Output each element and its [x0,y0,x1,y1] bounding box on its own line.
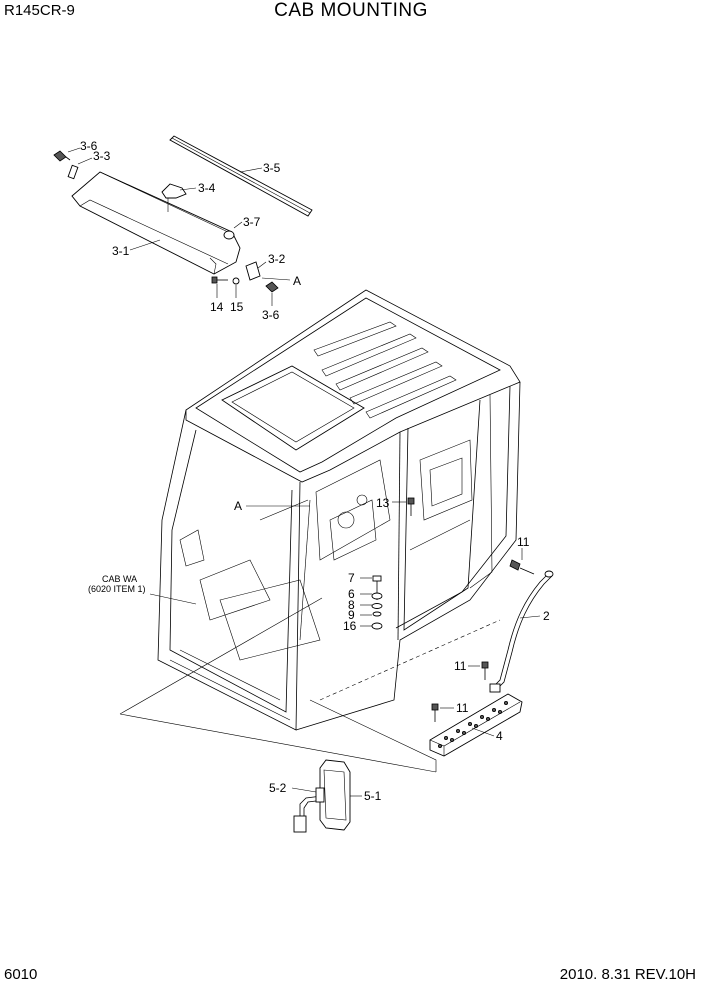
callout-5-1: 5-1 [364,789,382,803]
callout-9: 9 [348,608,355,622]
handrail-assembly [468,548,554,693]
callout-a-cab: A [234,499,242,513]
callout-3-5: 3-5 [263,161,281,175]
callout-6: 6 [348,587,355,601]
note-item-ref: (6020 ITEM 1) [88,584,146,594]
sun-visor-assembly [53,135,313,306]
page-number: 6010 [4,966,38,983]
callout-5-2: 5-2 [269,781,287,795]
revision-date: 2010. 8.31 REV.10H [559,966,696,983]
note-cab-wa: CAB WA [102,574,137,584]
callout-3-4: 3-4 [198,181,216,195]
callout-a-top: A [293,274,301,288]
callout-3-6-top: 3-6 [80,139,98,153]
callout-4: 4 [496,729,503,743]
leader-cab-wa [149,593,197,605]
callout-3-2: 3-2 [268,252,286,266]
callout-8: 8 [348,598,355,612]
callout-11-step: 11 [456,701,469,715]
callout-15: 15 [230,300,244,314]
mount-hardware-stack [360,575,383,630]
callout-11-mid: 11 [454,659,467,673]
page-title: CAB MOUNTING [274,0,428,21]
mirror-assembly [291,759,362,833]
floor-plate-outline [119,597,437,773]
cab-frame [157,289,521,731]
step-plate [429,693,523,757]
callout-3-1: 3-1 [112,244,130,258]
bolt-13 [392,497,415,516]
callout-11-top: 11 [517,535,530,549]
callout-7: 7 [348,571,355,585]
model-code: R145CR-9 [4,2,75,19]
callout-3-3: 3-3 [93,149,111,163]
callout-2: 2 [543,609,550,623]
callout-16: 16 [343,619,357,633]
callout-3-6-bottom: 3-6 [262,308,280,322]
callout-3-7: 3-7 [243,215,261,229]
callout-13: 13 [376,496,390,510]
callout-14: 14 [210,300,224,314]
